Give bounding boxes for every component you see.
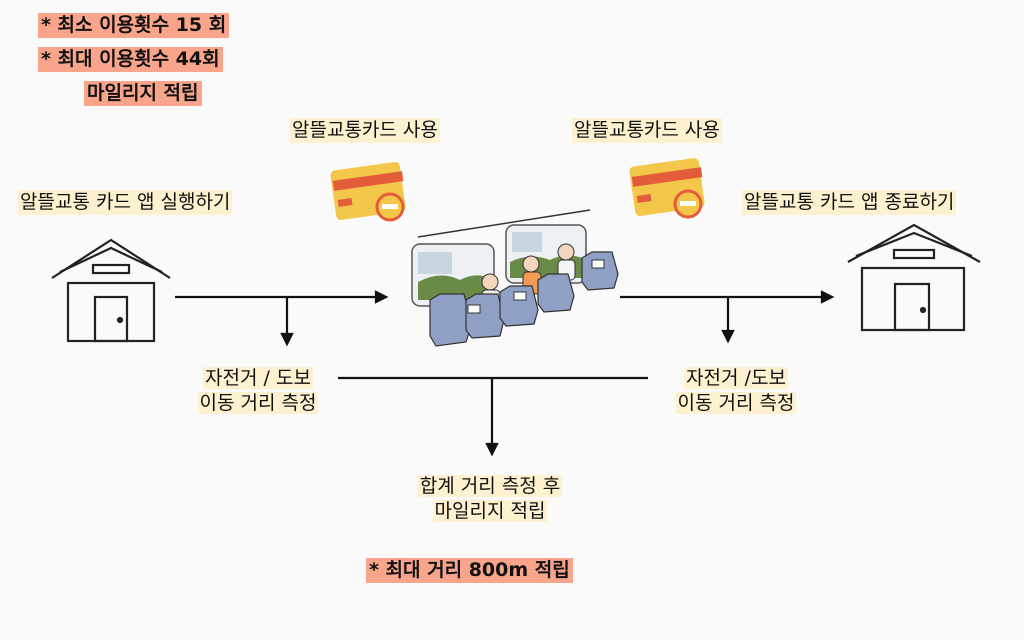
measure-right-line1: 자전거 /도보 bbox=[684, 367, 788, 389]
total-line2: 마일리지 적립 bbox=[432, 500, 548, 522]
measure-right-line2: 이동 거리 측정 bbox=[675, 392, 797, 414]
connector-lines bbox=[175, 290, 835, 457]
min-uses-note: * 최소 이용횟수 15 회 bbox=[38, 13, 230, 38]
total-line1: 합계 거리 측정 후 bbox=[417, 475, 563, 497]
max-distance-note: * 최대 거리 800m 적립 bbox=[366, 558, 573, 583]
card-icon bbox=[330, 162, 406, 222]
house-icon bbox=[51, 238, 171, 343]
card-use-left-label: 알뜰교통카드 사용 bbox=[290, 118, 440, 143]
measure-left: 자전거 / 도보 이동 거리 측정 bbox=[178, 366, 338, 416]
house-icon bbox=[847, 223, 981, 332]
launch-app-label: 알뜰교통 카드 앱 실행하기 bbox=[18, 190, 233, 215]
card-use-right-label: 알뜰교통카드 사용 bbox=[572, 118, 722, 143]
measure-left-line1: 자전거 / 도보 bbox=[203, 367, 313, 389]
measure-right: 자전거 /도보 이동 거리 측정 bbox=[656, 366, 816, 416]
bus-seats-illustration bbox=[411, 209, 619, 347]
card-icon bbox=[629, 158, 705, 219]
measure-left-line2: 이동 거리 측정 bbox=[197, 392, 319, 414]
max-uses-note: * 최대 이용횟수 44회 bbox=[38, 47, 223, 72]
close-app-label: 알뜰교통 카드 앱 종료하기 bbox=[742, 190, 957, 215]
total-step: 합계 거리 측정 후 마일리지 적립 bbox=[380, 474, 600, 524]
mileage-note: 마일리지 적립 bbox=[84, 81, 202, 106]
